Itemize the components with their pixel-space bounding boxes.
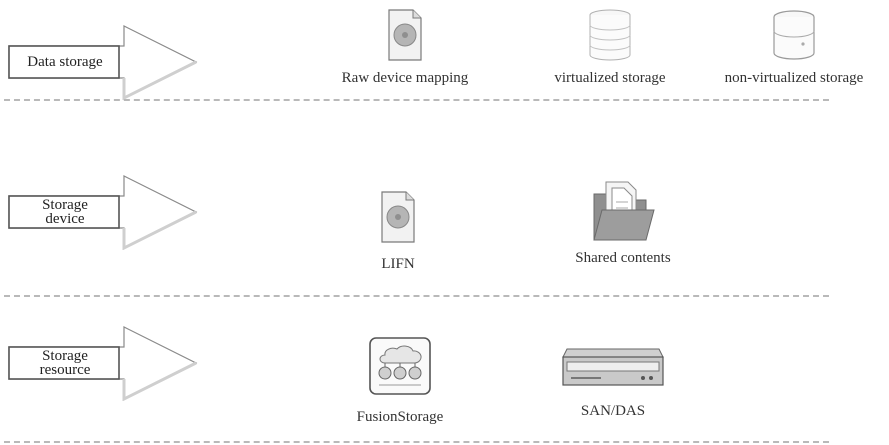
item-shared-contents: Shared contents [548, 178, 698, 267]
item-label: Shared contents [575, 250, 671, 266]
layer-label: Storage device [42, 197, 88, 227]
item-lifn: LIFN [358, 190, 438, 273]
fusionstorage-cluster-icon [369, 337, 431, 395]
layer-divider [4, 295, 829, 297]
item-label: SAN/DAS [580, 403, 646, 419]
storage-array-icon [562, 348, 664, 386]
layer-label: Storage resource [39, 348, 91, 378]
arrow-storage-resource: Storage resource [6, 325, 200, 401]
layer-storage-resource: Storage resource FusionStorage SAN/DAS [0, 305, 889, 445]
disk-file-icon [388, 9, 422, 61]
layer-divider [4, 441, 829, 443]
layer-storage-device: Storage device LIFN Shared contents [0, 150, 889, 300]
item-virtualized-storage: virtualized storage [530, 8, 690, 87]
arrow-data-storage: Data storage [6, 24, 200, 100]
item-label: Raw device mapping [341, 70, 469, 86]
item-label: FusionStorage [356, 409, 444, 425]
item-label: virtualized storage [554, 70, 666, 86]
arrow-shape [8, 25, 198, 100]
arrow-shape [8, 175, 198, 250]
database-stack-icon [589, 9, 631, 61]
layer-data-storage: Data storage Raw device mapping virtuali… [0, 0, 889, 110]
item-non-virtualized-storage: non-virtualized storage [700, 8, 888, 87]
layer-label: Data storage [27, 54, 103, 70]
item-label: non-virtualized storage [724, 70, 864, 86]
item-san-das: SAN/DAS [545, 347, 681, 420]
database-icon [773, 10, 815, 60]
arrow-storage-device: Storage device [6, 174, 200, 250]
arrow-shape [8, 326, 198, 401]
item-fusionstorage: FusionStorage [340, 335, 460, 426]
item-raw-device-mapping: Raw device mapping [318, 8, 492, 87]
disk-file-icon [381, 191, 415, 243]
item-label: LIFN [381, 256, 415, 272]
folder-documents-icon [593, 181, 655, 241]
layer-divider [4, 99, 829, 101]
